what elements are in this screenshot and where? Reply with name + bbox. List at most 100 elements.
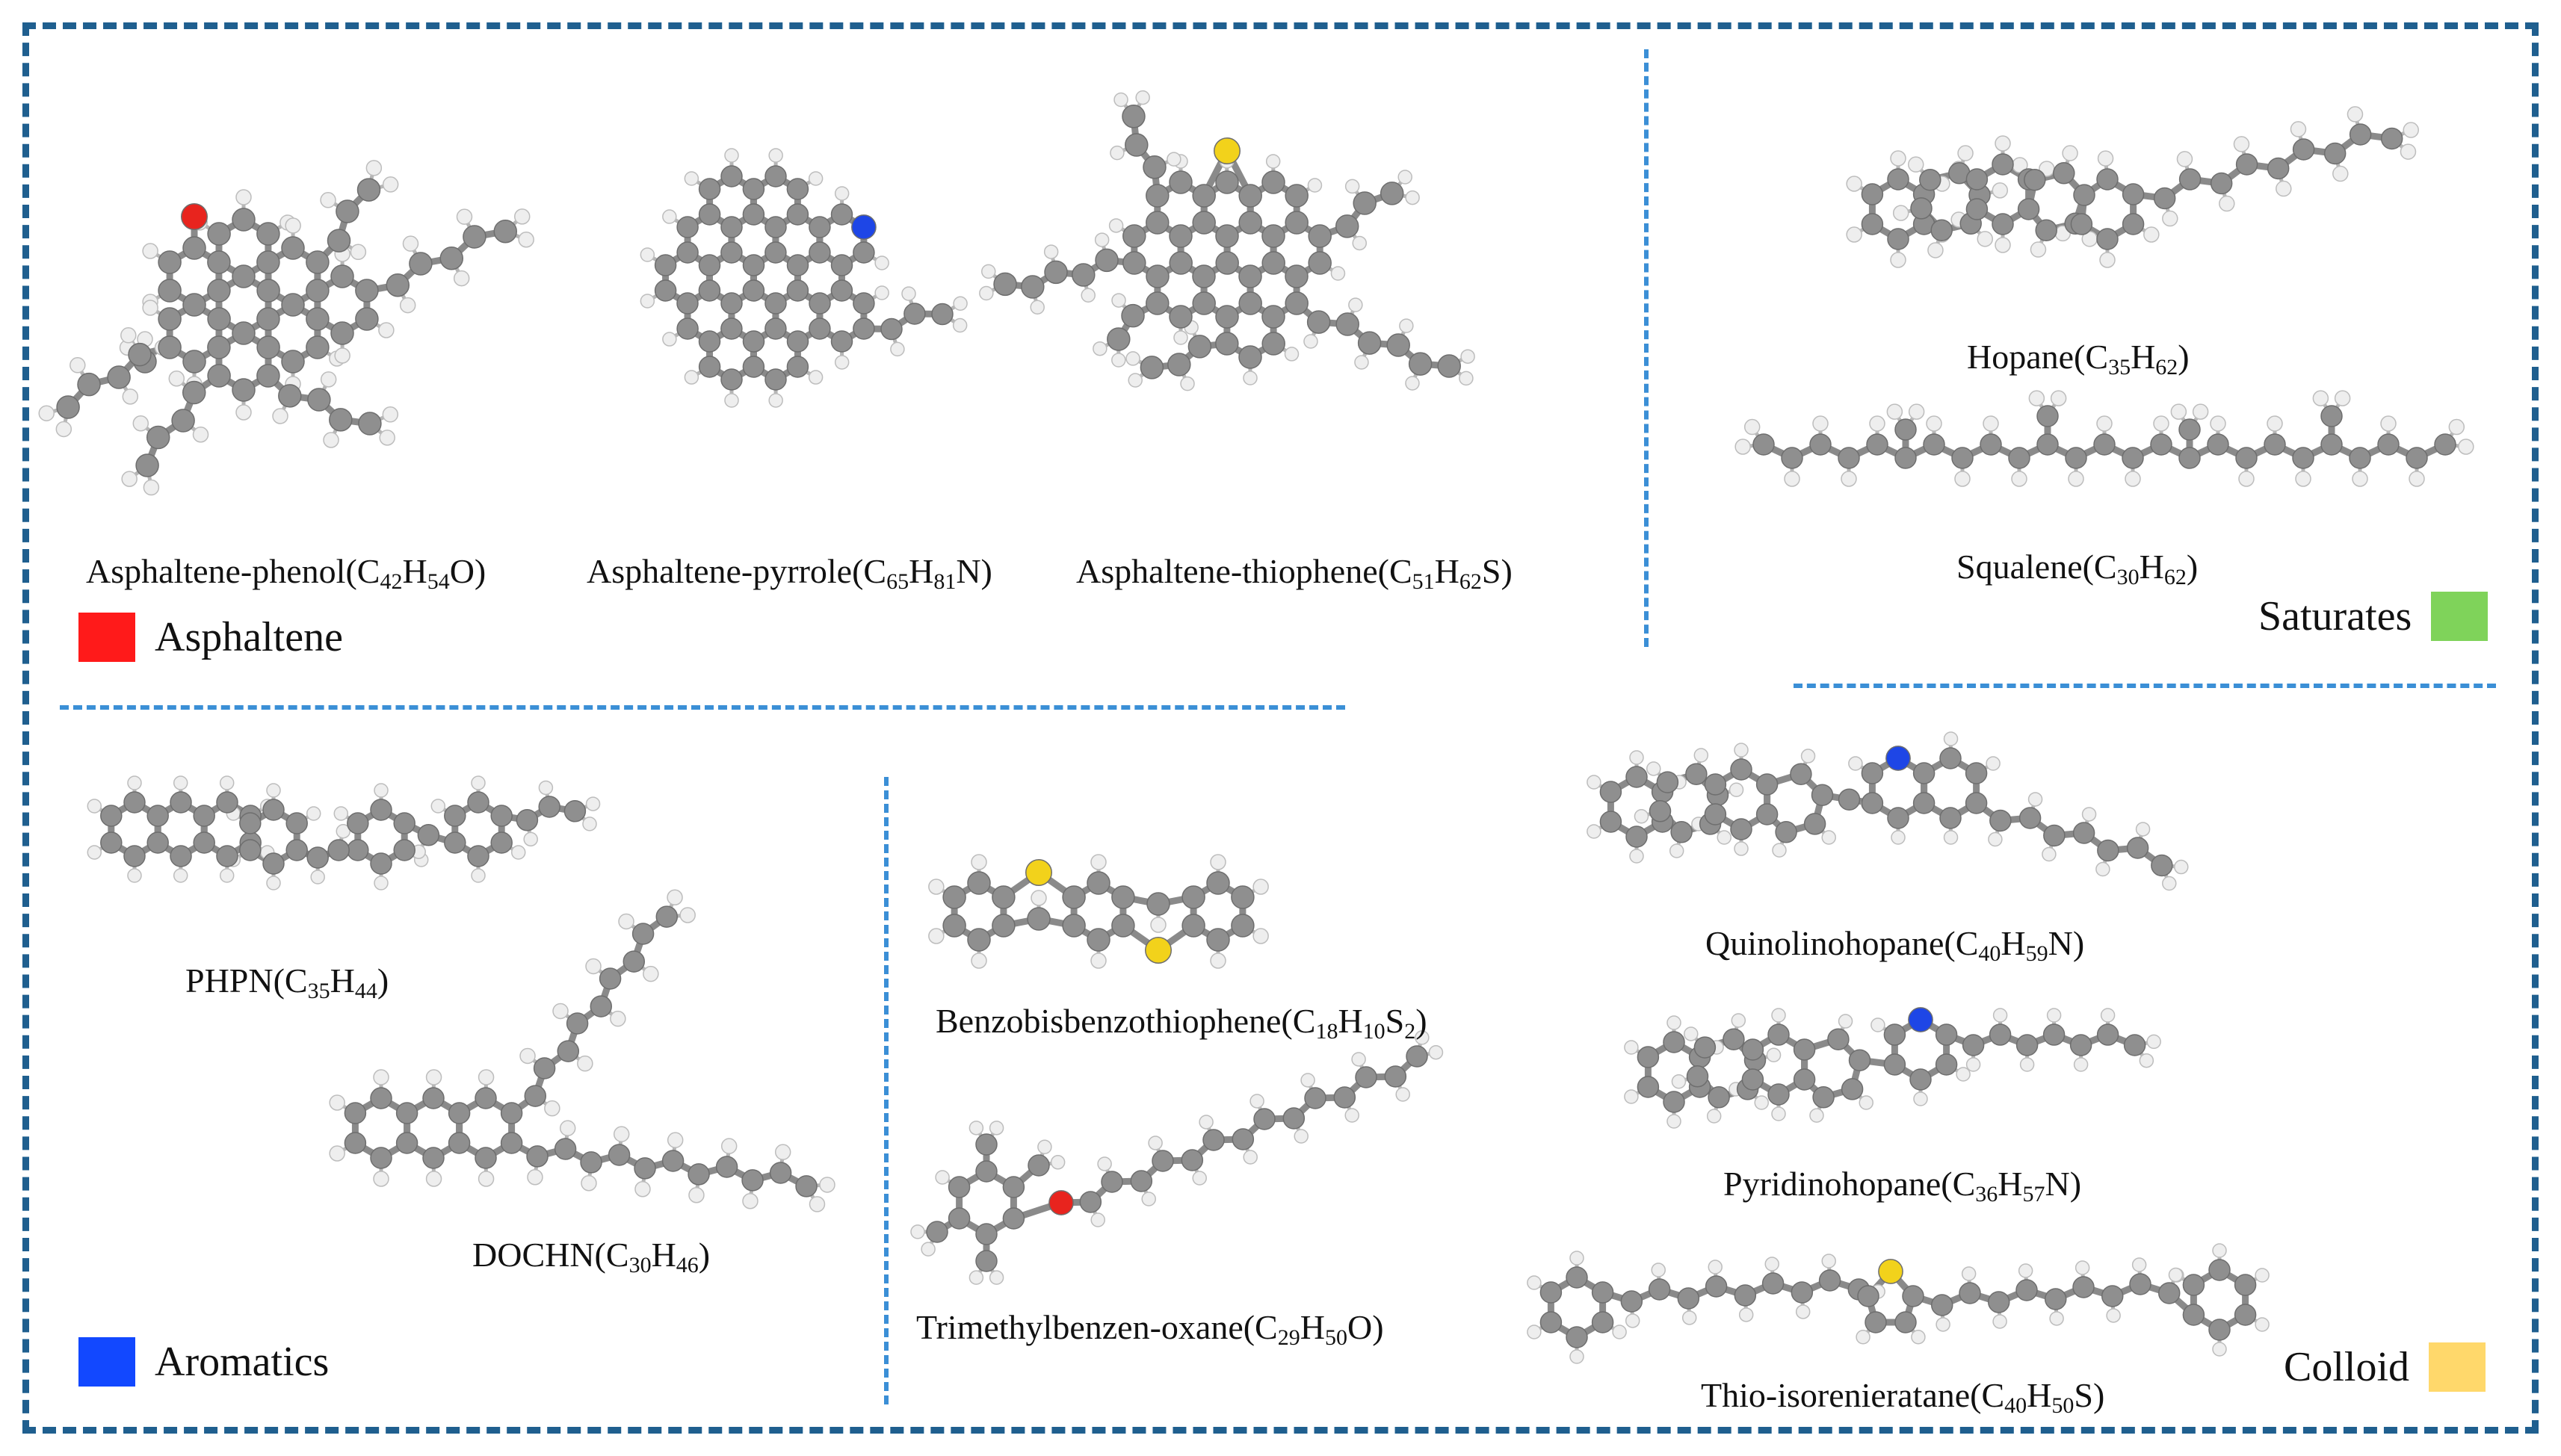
carbon-atom (1107, 327, 1131, 351)
hydrogen-atom (1587, 775, 1601, 790)
hydrogen-atom (634, 1180, 651, 1198)
hydrogen-atom (1148, 1136, 1163, 1150)
sulfur-atom (1145, 937, 1172, 964)
hydrogen-atom (323, 432, 339, 448)
hydrogen-atom (1110, 145, 1125, 161)
hydrogen-atom (478, 1171, 495, 1187)
carbon-atom (1599, 811, 1622, 833)
carbon-atom (1670, 821, 1693, 843)
hydrogen-atom (334, 347, 350, 364)
carbon-atom (1992, 213, 2014, 235)
hydrogen-atom (2019, 1057, 2035, 1072)
carbon-atom (1894, 447, 1917, 469)
hydrogen-atom (1460, 349, 1475, 364)
carbon-atom (2377, 433, 2400, 456)
hydrogen-atom (2073, 1057, 2089, 1072)
carbon-atom (590, 995, 613, 1017)
hydrogen-atom (192, 426, 209, 443)
carbon-atom (1939, 807, 1962, 829)
hydrogen-atom (1094, 232, 1110, 247)
carbon-atom (1965, 168, 1989, 190)
carbon-atom (992, 885, 1016, 909)
hydrogen-atom (819, 1177, 835, 1193)
hydrogen-atom (1210, 854, 1226, 870)
hydrogen-atom (2238, 471, 2255, 487)
carbon-atom (538, 796, 560, 818)
label-thio-isorenieratane: Thio-isorenieratane(C40H50S) (1701, 1376, 2105, 1418)
hydrogen-atom (2135, 822, 2151, 837)
hydrogen-atom (1821, 1254, 1836, 1268)
carbon-atom (1072, 263, 1096, 287)
carbon-atom (2151, 854, 2173, 877)
hydrogen-atom (2403, 122, 2419, 138)
carbon-atom (1663, 1091, 1685, 1113)
carbon-atom (344, 1132, 367, 1154)
hydrogen-atom (552, 1003, 569, 1020)
carbon-atom (967, 928, 991, 952)
hydrogen-atom (1111, 353, 1126, 368)
hydrogen-atom (2174, 859, 2189, 875)
carbon-atom (1566, 1266, 1588, 1289)
carbon-atom (1002, 1207, 1025, 1230)
carbon-atom (1192, 291, 1216, 315)
carbon-atom (676, 292, 699, 315)
asphaltene-phenol-model (38, 160, 534, 496)
hydrogen-atom (1569, 1349, 1584, 1364)
carbon-atom (158, 335, 182, 359)
hydrogen-atom (1983, 415, 1999, 432)
divider-asphaltene-saturates (1644, 49, 1649, 647)
carbon-atom (975, 1160, 998, 1183)
hydrogen-atom (173, 775, 188, 790)
hydrogen-atom (688, 1186, 705, 1203)
hydrogen-atom (2139, 1053, 2154, 1068)
carbon-atom (409, 252, 433, 276)
carbon-atom (358, 412, 382, 436)
hydrogen-atom (1954, 471, 1971, 487)
carbon-atom (146, 831, 169, 854)
legend-aromatics: Aromatics (78, 1337, 329, 1387)
carbon-atom (330, 264, 354, 288)
carbon-atom (1965, 792, 1988, 814)
carbon-atom (942, 885, 966, 909)
carbon-atom (880, 317, 903, 341)
carbon-atom (720, 292, 743, 315)
hydrogen-atom (1093, 341, 1107, 356)
swatch-aromatics (78, 1337, 135, 1387)
carbon-atom (1987, 1291, 2010, 1313)
carbon-atom (1677, 1287, 1700, 1310)
hydrogen-atom (1527, 1275, 1542, 1290)
hydrogen-atom (122, 388, 139, 405)
carbon-atom (56, 395, 80, 419)
carbon-atom (1261, 251, 1285, 275)
carbon-atom (417, 824, 440, 846)
carbon-atom (2073, 184, 2095, 206)
carbon-atom (975, 1223, 998, 1245)
hydrogen-atom (640, 247, 655, 262)
carbon-atom (1625, 766, 1648, 788)
hydrogen-atom (1957, 145, 1974, 161)
carbon-atom (123, 791, 146, 814)
hydrogen-atom (1681, 1310, 1697, 1325)
carbon-atom (764, 317, 787, 340)
hydrogen-atom (2347, 106, 2364, 123)
hydrogen-atom (1249, 1094, 1264, 1109)
carbon-atom (1838, 788, 1861, 811)
hydrogen-atom (382, 176, 399, 193)
carbon-atom (1111, 914, 1135, 938)
carbon-atom (2101, 1285, 2124, 1307)
hydrogen-atom (1651, 1263, 1666, 1277)
hydrogen-atom (1812, 415, 1829, 432)
carbon-atom (467, 791, 489, 814)
carbon-atom (1206, 871, 1230, 895)
hydrogen-atom (2352, 471, 2368, 487)
carbon-atom (1384, 1065, 1407, 1088)
carbon-atom (2096, 228, 2119, 250)
hydrogen-atom (1252, 928, 1269, 944)
carbon-atom (1935, 1053, 1958, 1076)
carbon-atom (809, 241, 831, 264)
hydrogen-atom (1415, 1030, 1430, 1045)
carbon-atom (2320, 433, 2343, 456)
carbon-atom (2267, 157, 2290, 180)
carbon-atom (2035, 219, 2057, 241)
hydrogen-atom (971, 854, 987, 870)
